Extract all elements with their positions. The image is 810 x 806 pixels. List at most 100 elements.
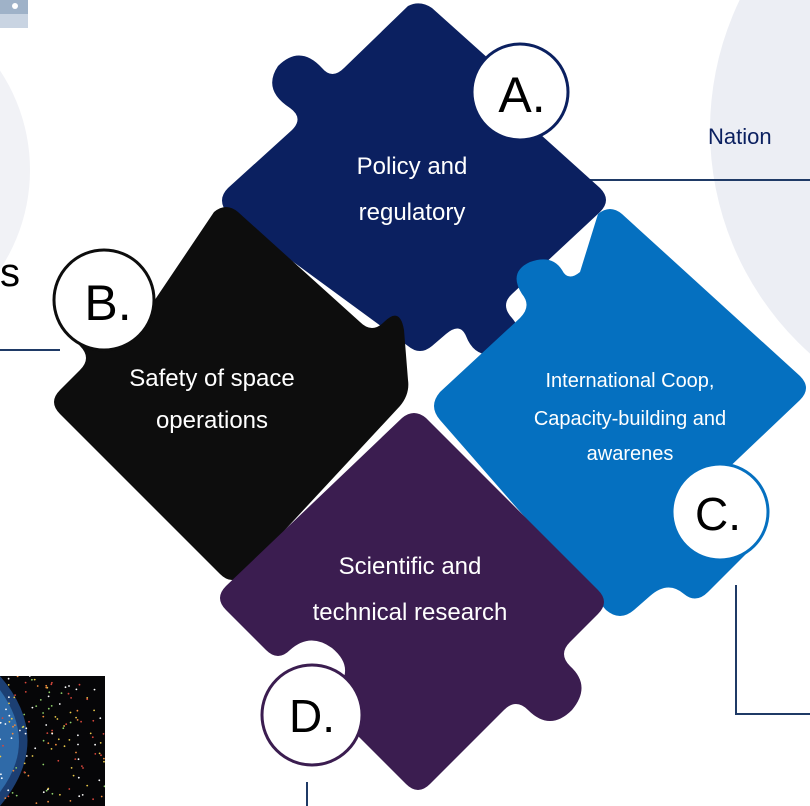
corner-thumbnail-dot [12, 3, 18, 9]
debris-speck [23, 713, 26, 716]
debris-speck [76, 719, 79, 721]
debris-speck [77, 734, 79, 737]
coop-label-line3: awarenes [587, 443, 674, 465]
debris-speck [75, 688, 78, 691]
debris-speck [94, 743, 96, 746]
debris-speck [11, 732, 14, 735]
debris-speck [99, 742, 102, 744]
debris-speck [70, 697, 72, 699]
debris-speck [0, 773, 2, 776]
debris-speck [47, 787, 50, 790]
debris-speck [102, 733, 105, 735]
puzzle-piece-safety [54, 207, 409, 580]
debris-speck [28, 676, 31, 677]
debris-speck [8, 702, 10, 705]
debris-speck [72, 774, 75, 777]
debris-speck [4, 723, 7, 725]
policy-label-line1: Policy and [357, 153, 468, 180]
debris-speck [47, 707, 50, 710]
badge-A-letter: A. [498, 67, 545, 123]
debris-speck [103, 785, 105, 788]
debris-speck [15, 794, 18, 797]
debris-speck [42, 739, 45, 742]
badge-C-circle [670, 462, 770, 562]
debris-speck [8, 720, 11, 723]
debris-speck [92, 798, 94, 801]
debris-speck [74, 758, 77, 760]
debris-speck [28, 720, 30, 723]
debris-speck [0, 738, 1, 741]
puzzle-piece-research [220, 413, 604, 790]
debris-speck [98, 779, 101, 782]
debris-speck [68, 788, 71, 790]
debris-speck [76, 709, 79, 712]
debris-speck [93, 709, 95, 712]
debris-speck [42, 715, 45, 718]
research-label-line1: Scientific and [339, 553, 482, 580]
debris-speck [1, 717, 4, 719]
debris-speck [51, 681, 53, 684]
safety-label-line2: operations [156, 407, 268, 434]
policy-label-line2: regulatory [359, 199, 466, 226]
debris-speck [15, 767, 18, 769]
debris-speck [42, 712, 44, 714]
debris-speck [45, 684, 48, 687]
badge-C-letter: C. [695, 488, 741, 540]
debris-speck [47, 695, 50, 698]
debris-speck [78, 795, 81, 798]
debris-speck [63, 745, 66, 748]
debris-speck [56, 718, 59, 720]
debris-speck [14, 724, 16, 726]
debris-speck [36, 685, 39, 687]
debris-speck [51, 792, 54, 795]
debris-speck [24, 681, 27, 684]
debris-speck [86, 698, 89, 701]
debris-speck [63, 725, 65, 727]
debris-speck [0, 755, 2, 758]
debris-speck [77, 758, 80, 761]
debris-speck [0, 777, 3, 780]
debris-speck [7, 684, 10, 686]
debris-speck [27, 774, 30, 777]
debris-speck [98, 752, 101, 755]
debris-speck [2, 744, 4, 747]
debris-speck [25, 727, 28, 730]
debris-speck [75, 751, 77, 754]
debris-speck [23, 771, 26, 774]
research-label-line2: technical research [313, 599, 508, 626]
coop-label-line2: Capacity-building and [534, 408, 726, 430]
debris-speck [50, 705, 53, 707]
background-circle-right [710, 0, 810, 354]
debris-speck [99, 717, 102, 720]
debris-speck [45, 724, 48, 726]
debris-speck [64, 686, 67, 689]
debris-speck [11, 792, 14, 794]
edge-text-right: Nation [708, 124, 772, 149]
debris-speck [31, 755, 34, 757]
debris-speck [81, 765, 83, 767]
debris-speck [82, 767, 84, 769]
debris-speck [100, 795, 103, 798]
debris-speck [0, 721, 2, 724]
debris-speck [78, 683, 81, 686]
debris-speck [13, 696, 16, 699]
debris-speck [7, 677, 10, 680]
coop-label-line1: International Coop, [545, 370, 714, 392]
debris-speck [103, 760, 105, 763]
debris-speck [23, 762, 26, 765]
debris-speck [7, 696, 10, 699]
debris-speck [86, 784, 89, 787]
debris-speck [68, 685, 70, 687]
space-debris-image [0, 676, 105, 806]
debris-speck [35, 705, 38, 707]
debris-speck [48, 691, 51, 694]
debris-speck [50, 748, 53, 750]
debris-speck [16, 676, 19, 678]
debris-speck [93, 688, 96, 691]
badge-D-circle [260, 663, 364, 767]
debris-speck [103, 757, 105, 760]
debris-speck [24, 732, 27, 735]
debris-speck [34, 747, 37, 750]
debris-speck [75, 716, 77, 719]
